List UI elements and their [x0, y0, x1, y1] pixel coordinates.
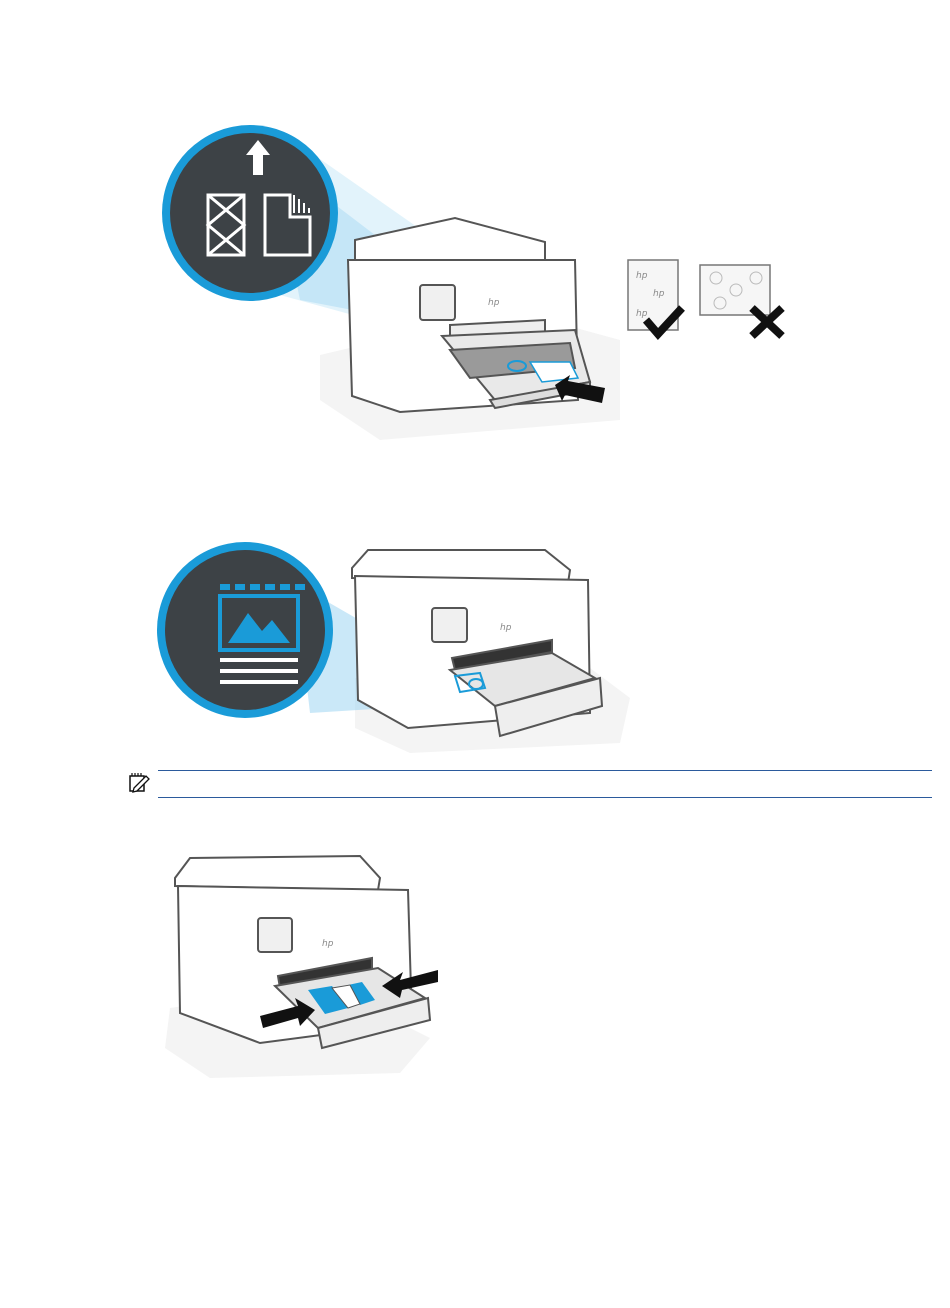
correct-paper-sample: hp hp hp [628, 260, 682, 334]
hp-logo: hp [488, 298, 500, 308]
hp-logo: hp [500, 623, 512, 633]
load-envelope-figure: hp hp hp hp [150, 100, 810, 450]
note-bottom-rule [158, 797, 932, 798]
orientation-badge [162, 125, 338, 301]
printer-illustration [352, 550, 602, 736]
note-icon [128, 772, 150, 794]
svg-text:hp: hp [636, 271, 648, 281]
svg-text:hp: hp [653, 289, 665, 299]
adjust-guides-figure: hp [150, 848, 470, 1080]
svg-text:hp: hp [636, 309, 648, 319]
incorrect-paper-sample [700, 265, 782, 336]
note-top-rule [158, 770, 932, 771]
load-photo-paper-figure: hp [150, 528, 650, 758]
photo-paper-badge [157, 542, 333, 718]
printer-illustration [348, 218, 590, 412]
hp-logo: hp [322, 939, 334, 949]
